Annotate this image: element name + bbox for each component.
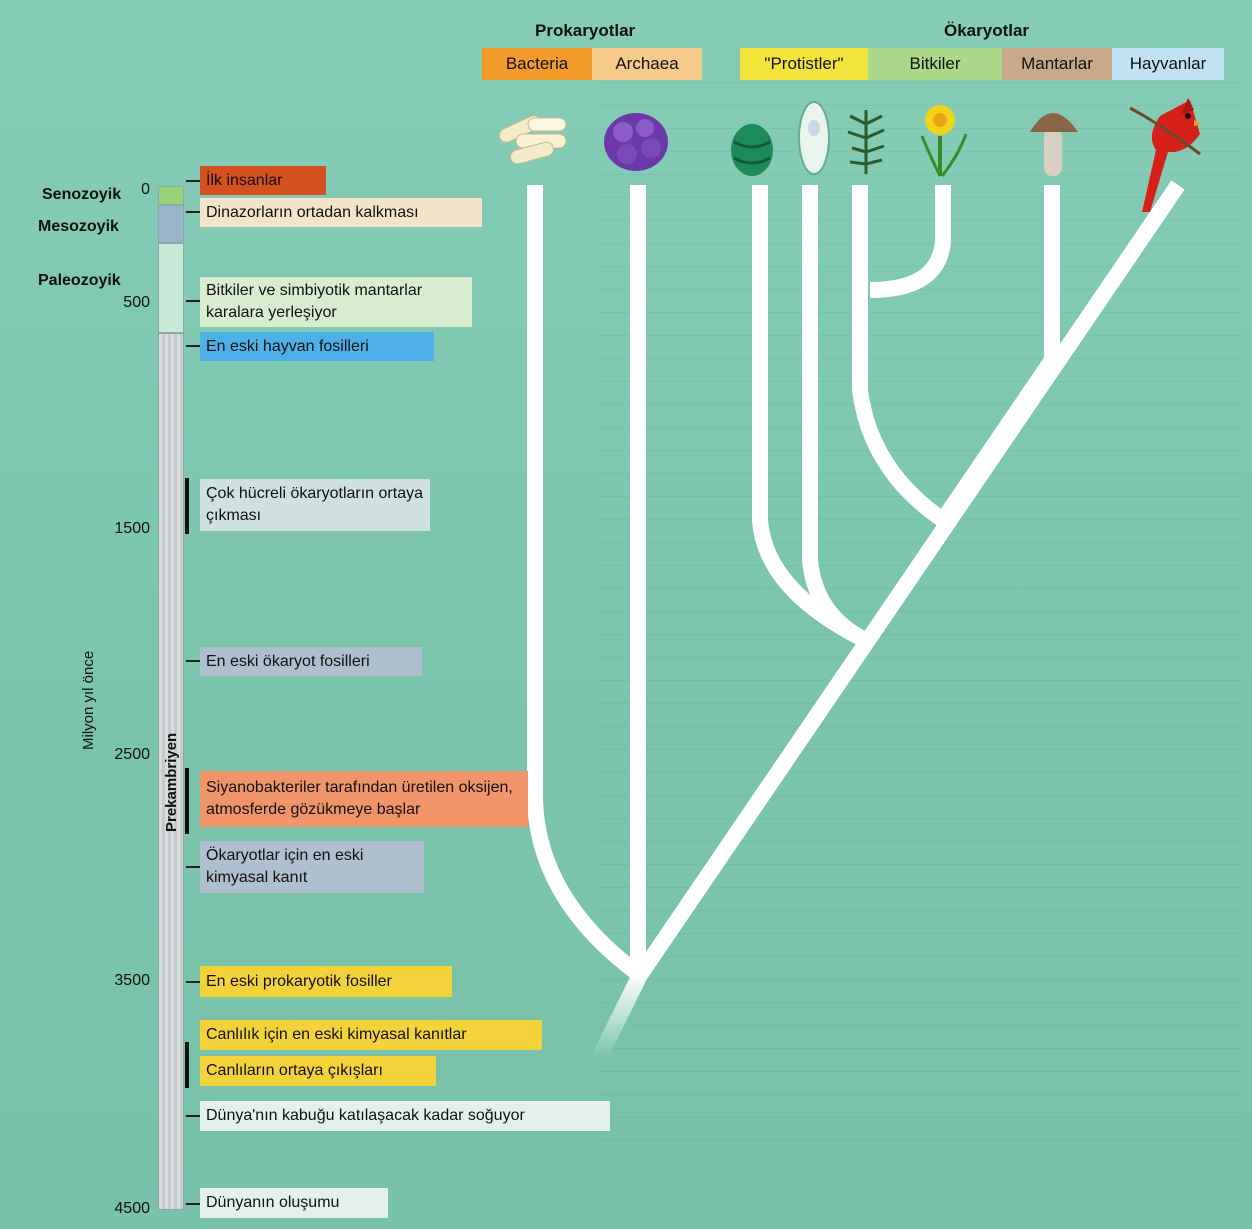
tick-500: 500 [123,294,150,311]
taxon-animals: Hayvanlar [1112,48,1224,80]
cardinal-bird-icon [1129,98,1202,212]
event-oldest-eukaryote-fossils: En eski ökaryot fosilleri [200,647,422,676]
protist2-branch [802,185,869,648]
daffodil-icon [920,105,968,177]
tick-2500: 2500 [114,746,150,763]
range-bar [185,768,189,834]
event-oldest-chemical-evidence-life: Canlılık için en eski kimyasal kanıtlar [200,1020,542,1050]
axis-title: Milyon yıl önce [80,650,97,750]
event-oldest-animal-fossils: En eski hayvan fosilleri [200,332,434,361]
bacteria-icon [498,115,567,165]
connector [186,660,200,662]
event-earth-forms: Dünyanın oluşumu [200,1188,388,1218]
fungi-branch [869,185,951,298]
eukaryotes-title: Ökaryotlar [944,21,1030,40]
bacteria-branch [527,185,645,982]
event-crust-solidifies: Dünya'nın kabuğu katılaşacak kadar soğuy… [200,1101,610,1131]
connector [186,1203,200,1205]
tick-3500: 3500 [114,972,150,989]
event-origin-of-life: Canlıların ortaya çıkışları [200,1056,436,1086]
plant-branch [852,185,948,527]
prok-euk-stem [633,180,1185,980]
connector [186,1115,200,1117]
taxon-fungi: Mantarlar [1002,48,1112,80]
taxon-archaea: Archaea [592,48,702,80]
paleozoic-segment [158,243,184,333]
connector [186,345,200,347]
connector [186,866,200,868]
precambrian-segment [158,333,184,1210]
connector [186,211,200,213]
connector [186,981,200,983]
archaea-icon [604,113,668,171]
event-dinosaur-extinction: Dinazorların ortadan kalkması [200,198,482,227]
event-oxygen-appears: Siyanobakteriler tarafından üretilen oks… [200,771,528,827]
era-precambrian: Prekambriyen [163,732,180,832]
event-oldest-prokaryote-fossils: En eski prokaryotik fosiller [200,966,452,997]
event-eukaryote-chemical-evidence: Ökaryotlar için en eski kimyasal kanıt [200,841,424,893]
taxon-plants: Bitkiler [868,48,1002,80]
range-bar [185,1042,189,1088]
mushroom-icon [1030,113,1078,176]
taxon-protists: "Protistler" [740,48,868,80]
fungi-animal-branch [936,185,1060,525]
connector [186,180,200,182]
connector [186,300,200,302]
range-bar [185,478,189,534]
root-branch [590,971,648,1064]
tick-1500: 1500 [114,520,150,537]
era-cenozoic: Senozoyik [42,186,122,203]
event-plants-colonize-land: Bitkiler ve simbiyotik mantarlar karalar… [200,277,472,327]
era-mesozoic: Mesozoyik [38,218,119,235]
seaweed-icon [847,110,885,174]
protist-green-icon [731,124,773,176]
event-multicellular-eukaryotes: Çok hücreli ökaryotların ortaya çıkması [200,479,430,531]
taxon-bacteria: Bacteria [482,48,592,80]
cenozoic-segment [158,186,184,205]
event-first-humans: İlk insanlar [200,166,326,195]
tick-0: 0 [141,181,150,198]
mesozoic-segment [158,205,184,243]
protist-cell-icon [798,101,830,175]
tick-4500: 4500 [114,1200,150,1217]
era-paleozoic: Paleozoyik [38,272,121,289]
prokaryotes-title: Prokaryotlar [535,21,636,40]
